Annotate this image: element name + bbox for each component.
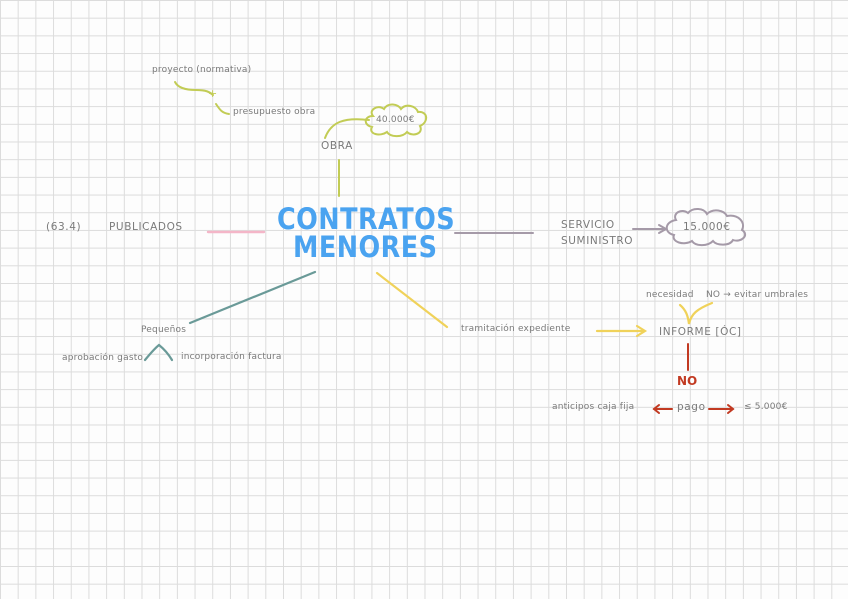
publicados-label: PUBLICADOS (109, 221, 183, 233)
incorporacion-label: incorporación factura (181, 352, 282, 362)
publicados-ref: (63.4) (46, 221, 82, 233)
proyecto-connector (174, 81, 214, 96)
presupuesto-connector (215, 103, 230, 115)
obra-limit: 40.000€ (376, 115, 415, 125)
pequenos-label: Pequeños (141, 325, 187, 335)
obra-bracket (324, 118, 370, 139)
servicio-label: SERVICIO (561, 219, 615, 231)
tramitacion-branch-line (375, 271, 449, 329)
anticipos-label: anticipos caja fija (552, 402, 635, 412)
necesidad-label: necesidad (646, 290, 694, 300)
umbrales-label: NO → evitar umbrales (706, 290, 809, 300)
obra-label: OBRA (321, 140, 353, 152)
suministro-label: SUMINISTRO (561, 235, 634, 247)
limite-arrow-head (727, 404, 735, 414)
aprobacion-label: aprobación gasto (62, 353, 144, 363)
necesidad-bracket (678, 301, 714, 325)
central-title-line2: MENORES (293, 230, 438, 264)
tramitacion-arrow-head (635, 324, 648, 338)
no-label: NO (677, 374, 698, 388)
pago-label: pago (677, 401, 706, 413)
servicio-limit: 15.000€ (683, 221, 731, 233)
plus-sign: + (208, 87, 218, 100)
informe-label: INFORME [ÓC] (659, 326, 742, 338)
cloud-15000 (665, 208, 747, 247)
pago-limit: ≤ 5.000€ (744, 402, 788, 412)
anticipos-arrow-head (652, 404, 660, 414)
pequenos-branch-line (188, 270, 317, 325)
central-title-line1: CONTRATOS (277, 202, 456, 236)
pequenos-bracket (143, 343, 174, 362)
proyecto-label: proyecto (normativa) (152, 65, 252, 75)
tramitacion-label: tramitación expediente (461, 324, 571, 334)
presupuesto-label: presupuesto obra (233, 107, 316, 117)
cloud-40000 (364, 103, 428, 138)
